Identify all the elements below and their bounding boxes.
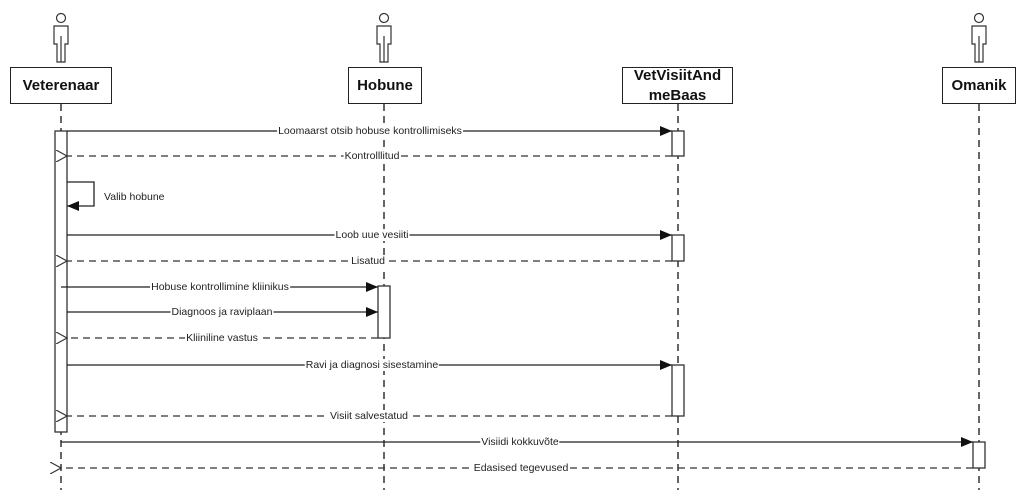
participant-label-line-2: meBaas [648, 86, 707, 104]
participant-label: Veterenaar [22, 76, 100, 94]
self-message-arrow [67, 181, 95, 211]
activation-bar-db [671, 234, 685, 262]
participant-label-line-1: VetVisiitAnd [633, 66, 722, 84]
activation-bar-db [671, 130, 685, 157]
message-label: Kontrolllitud [343, 150, 401, 162]
activation-bar-veterenaar [54, 130, 68, 433]
participant-veterenaar: Veterenaar [10, 67, 112, 104]
message-label: Hobuse kontrollimine kliinikus [150, 281, 290, 293]
participant-vetvisiitandmebaas: VetVisiitAnd meBaas [622, 67, 733, 104]
message-label: Kliiniline vastus [185, 332, 259, 344]
message-label: Ravi ja diagnosi sisestamine [304, 359, 440, 371]
actor-icon [53, 12, 69, 63]
participant-label: Hobune [357, 76, 413, 94]
participant-label: Omanik [951, 76, 1007, 94]
message-label: Diagnoos ja raviplaan [170, 306, 274, 318]
participant-omanik: Omanik [942, 67, 1016, 104]
message-label: Visiidi kokkuvõte [480, 436, 560, 448]
actor-head [973, 12, 985, 24]
actor-head [55, 12, 67, 24]
message-label: Loob uue vesiiti [334, 229, 410, 241]
actor-icon [376, 12, 392, 63]
activation-bar-omanik [972, 441, 986, 469]
message-label: Edasised tegevused [472, 462, 570, 474]
actor-head [378, 12, 390, 24]
activation-bar-db [671, 364, 685, 417]
message-label: Lisatud [350, 255, 386, 267]
participant-hobune: Hobune [348, 67, 422, 104]
activation-bar-hobune [377, 285, 391, 339]
actor-body [971, 25, 987, 63]
self-message-label: Valib hobune [104, 191, 165, 203]
message-label: Loomaarst otsib hobuse kontrollimiseks [277, 125, 463, 137]
actor-icon [971, 12, 987, 63]
actor-body [376, 25, 392, 63]
message-label: Visiit salvestatud [328, 410, 410, 422]
actor-body [53, 25, 69, 63]
